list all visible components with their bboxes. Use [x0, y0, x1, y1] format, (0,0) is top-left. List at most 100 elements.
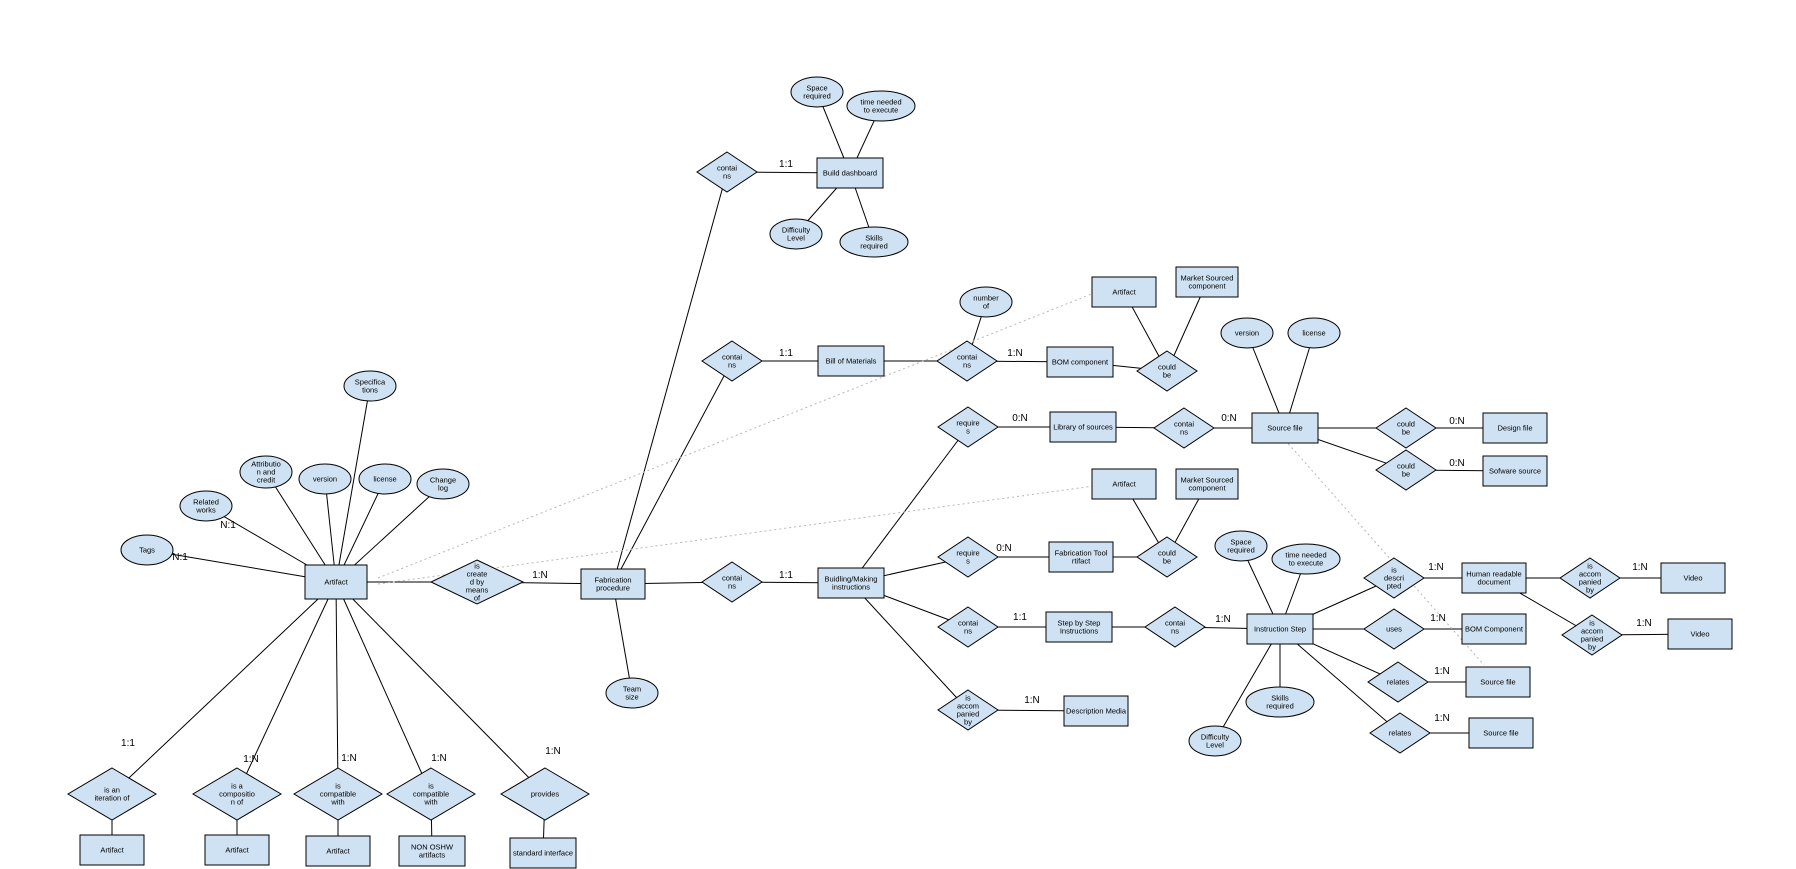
- attribute-ellipse: [416, 468, 470, 500]
- artifact-t1-entity[interactable]: Artifact: [1091, 276, 1157, 308]
- artifact-t2-entity[interactable]: Artifact: [1091, 468, 1157, 500]
- node-label: Difficulty: [782, 226, 810, 235]
- node-label: contai: [1165, 619, 1185, 628]
- relationship-diamond: [1153, 407, 1215, 449]
- build-dash-entity[interactable]: Build dashboard: [816, 157, 884, 189]
- relates-2-relationship[interactable]: relates: [1369, 712, 1431, 754]
- entity-box: [817, 345, 885, 377]
- connector-bmi-to-requires-lib: [850, 426, 969, 584]
- instr-step-entity[interactable]: Instruction Step: [1246, 613, 1314, 645]
- relationship-diamond: [1363, 557, 1425, 599]
- provides-relationship[interactable]: provides: [500, 767, 590, 821]
- cardinality-label-iteration: 1:1: [121, 738, 135, 749]
- license-s-attribute[interactable]: license: [1287, 317, 1341, 349]
- lib-src-entity[interactable]: Library of sources: [1049, 411, 1117, 443]
- artifact-b1-entity[interactable]: Artifact: [79, 834, 145, 866]
- node-label: by: [964, 718, 972, 727]
- bom-comp-entity[interactable]: BOM component: [1046, 346, 1114, 378]
- entity-box: [509, 837, 577, 869]
- connector-artifact-to-composition-of: [236, 581, 337, 795]
- video-2-entity[interactable]: Video: [1667, 618, 1733, 650]
- sw-src-entity[interactable]: Sofware source: [1482, 455, 1548, 487]
- uses-relationship[interactable]: uses: [1363, 608, 1425, 650]
- bom-comp-2-entity[interactable]: BOM Component: [1461, 613, 1527, 645]
- cardinality-label-fab-tool: 0:N: [996, 543, 1012, 554]
- artifact-b3-entity[interactable]: Artifact: [305, 835, 371, 867]
- attribute-ellipse: [1271, 543, 1341, 575]
- attribute-ellipse: [790, 76, 844, 108]
- source-file-2-entity[interactable]: Source file: [1468, 717, 1534, 749]
- node-label: credit: [257, 476, 276, 485]
- node-label: iteration of: [94, 794, 130, 803]
- relates-1-relationship[interactable]: relates: [1367, 661, 1429, 703]
- design-file-entity[interactable]: Design file: [1482, 412, 1548, 444]
- node-label: require: [956, 549, 979, 558]
- cardinality-label-provides: 1:N: [545, 746, 561, 757]
- node-label: Specifica: [355, 378, 386, 387]
- node-label: of: [983, 302, 990, 311]
- relationship-diamond: [937, 406, 999, 448]
- std-iface-entity[interactable]: standard interface: [509, 837, 577, 869]
- desc-media-entity[interactable]: Description Media: [1063, 695, 1129, 727]
- attribute-ellipse: [1188, 725, 1242, 757]
- source-file-main-entity[interactable]: Source file: [1251, 412, 1319, 444]
- version-a-attribute[interactable]: version: [298, 463, 352, 495]
- cardinality-label-bom-comp: 1:N: [1007, 348, 1023, 359]
- artifact-b2-entity[interactable]: Artifact: [204, 834, 270, 866]
- relationship-diamond: [1367, 661, 1429, 703]
- tags-attribute[interactable]: Tags: [120, 534, 174, 566]
- source-file-1-entity[interactable]: Source file: [1465, 666, 1531, 698]
- artifact-entity[interactable]: Artifact: [304, 564, 368, 600]
- bom-entity[interactable]: Bill of Materials: [817, 345, 885, 377]
- license-a-attribute[interactable]: license: [358, 463, 412, 495]
- diagram-edges: [111, 91, 1701, 854]
- version-s-attribute[interactable]: version: [1220, 317, 1274, 349]
- video-1-entity[interactable]: Video: [1660, 562, 1726, 594]
